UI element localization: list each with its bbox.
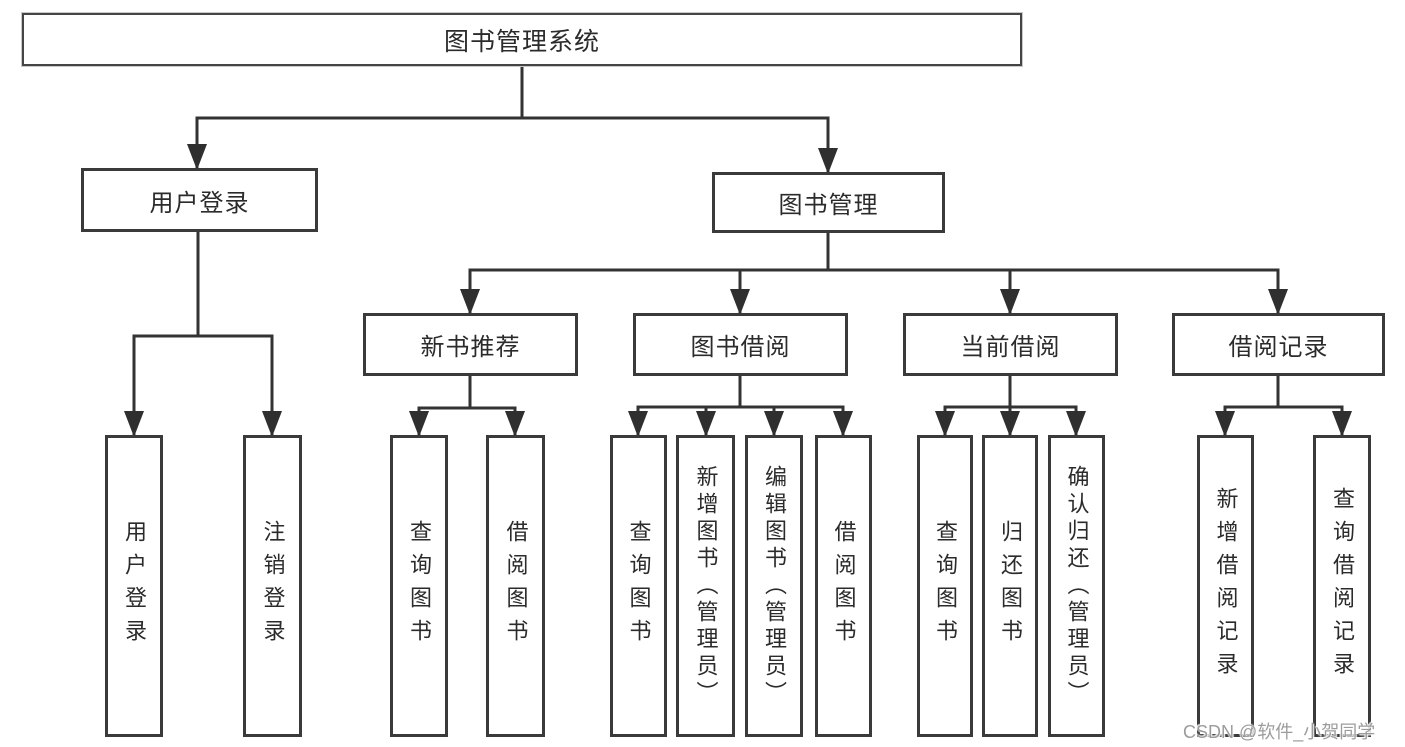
leaf-return-books: 归还图书 xyxy=(982,435,1038,737)
leaf-logout: 注销登录 xyxy=(243,435,302,737)
node-library-management-system: 图书管理系统 xyxy=(22,13,1022,66)
leaf-confirm-return-admin: 确认归还（管理员） xyxy=(1048,435,1105,737)
connector-current-borrow-to-leaves xyxy=(935,374,1086,437)
leaf-query-books-borrow: 查询图书 xyxy=(610,435,667,737)
node-borrowing-records: 借阅记录 xyxy=(1172,313,1385,376)
watermark: CSDN @软件_小贺同学 xyxy=(1183,722,1376,742)
connector-new-book-to-leaves xyxy=(409,374,525,437)
leaf-add-borrow-record: 新增借阅记录 xyxy=(1197,435,1254,737)
node-user-login: 用户登录 xyxy=(81,168,318,232)
connector-borrow-records-to-leaves xyxy=(1215,374,1352,437)
node-book-management: 图书管理 xyxy=(712,172,945,233)
leaf-query-books-current: 查询图书 xyxy=(917,435,973,737)
connector-book-borrow-to-leaves xyxy=(628,374,853,437)
leaf-borrow-books: 借阅图书 xyxy=(815,435,872,737)
leaf-edit-books-admin: 编辑图书（管理员） xyxy=(745,435,803,737)
node-new-book-recommendation: 新书推荐 xyxy=(363,313,578,376)
node-current-borrowing: 当前借阅 xyxy=(903,313,1118,376)
leaf-query-books-recommend: 查询图书 xyxy=(390,435,448,737)
leaf-borrow-books-recommend: 借阅图书 xyxy=(486,435,545,737)
leaf-user-login: 用户登录 xyxy=(105,435,163,737)
connector-book-management-to-level3 xyxy=(460,231,1288,315)
leaf-add-books-admin: 新增图书（管理员） xyxy=(676,435,735,737)
connector-root-to-level2 xyxy=(187,64,838,174)
connector-user-login-to-leaves xyxy=(124,230,282,437)
leaf-query-borrow-record: 查询借阅记录 xyxy=(1313,435,1371,737)
node-book-borrowing: 图书借阅 xyxy=(633,313,848,376)
